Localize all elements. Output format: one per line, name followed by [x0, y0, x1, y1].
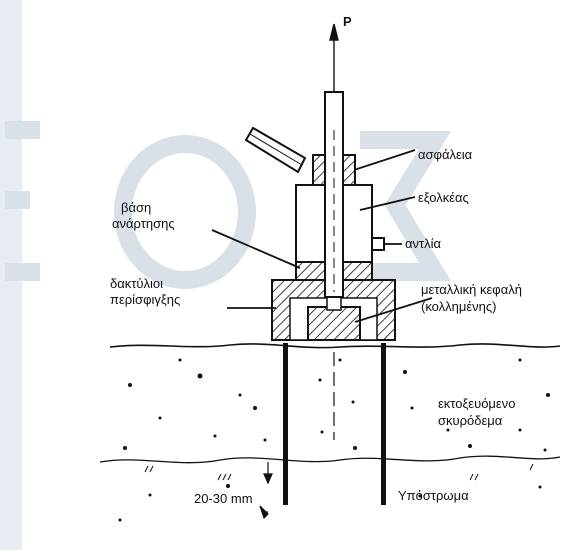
core-cut-left: [283, 343, 288, 505]
substrate-label: Υπόστρωμα: [398, 488, 469, 503]
watermark: [5, 121, 452, 289]
concrete-aggregate-dots: [118, 358, 550, 522]
ground-surface-line: [109, 343, 561, 349]
concrete-label-line1: εκτοξευόμενο: [438, 396, 516, 411]
force-label: P: [343, 14, 352, 29]
head-label-line1: μεταλλική κεφαλή: [421, 282, 522, 297]
suspension-base-label-line2: ανάρτησης: [112, 216, 175, 231]
leader-lines: [211, 149, 433, 323]
rings-label-line2: περίσφιγξης: [110, 292, 181, 307]
depth-dimension-arrows: [259, 462, 273, 520]
force-arrow: [329, 23, 339, 92]
rings-label-line1: δακτύλιοι: [110, 276, 164, 291]
pump-label: αντλία: [405, 236, 442, 251]
metal-head: [307, 306, 361, 341]
core-cut-right: [381, 343, 386, 505]
concrete-label-line2: σκυρόδεμα: [438, 413, 503, 428]
safety-label: ασφάλεια: [418, 147, 473, 162]
substrate-line: [99, 455, 561, 464]
depth-label: 20-30 mm: [194, 491, 253, 506]
head-label-line2: (κολλημένης): [421, 299, 497, 314]
extractor-label: εξολκέας: [418, 190, 469, 205]
substrate-ticks: [144, 463, 534, 481]
handle: [244, 126, 307, 174]
pump-nozzle: [371, 237, 385, 251]
suspension-base-label-line1: βάση: [121, 200, 152, 215]
